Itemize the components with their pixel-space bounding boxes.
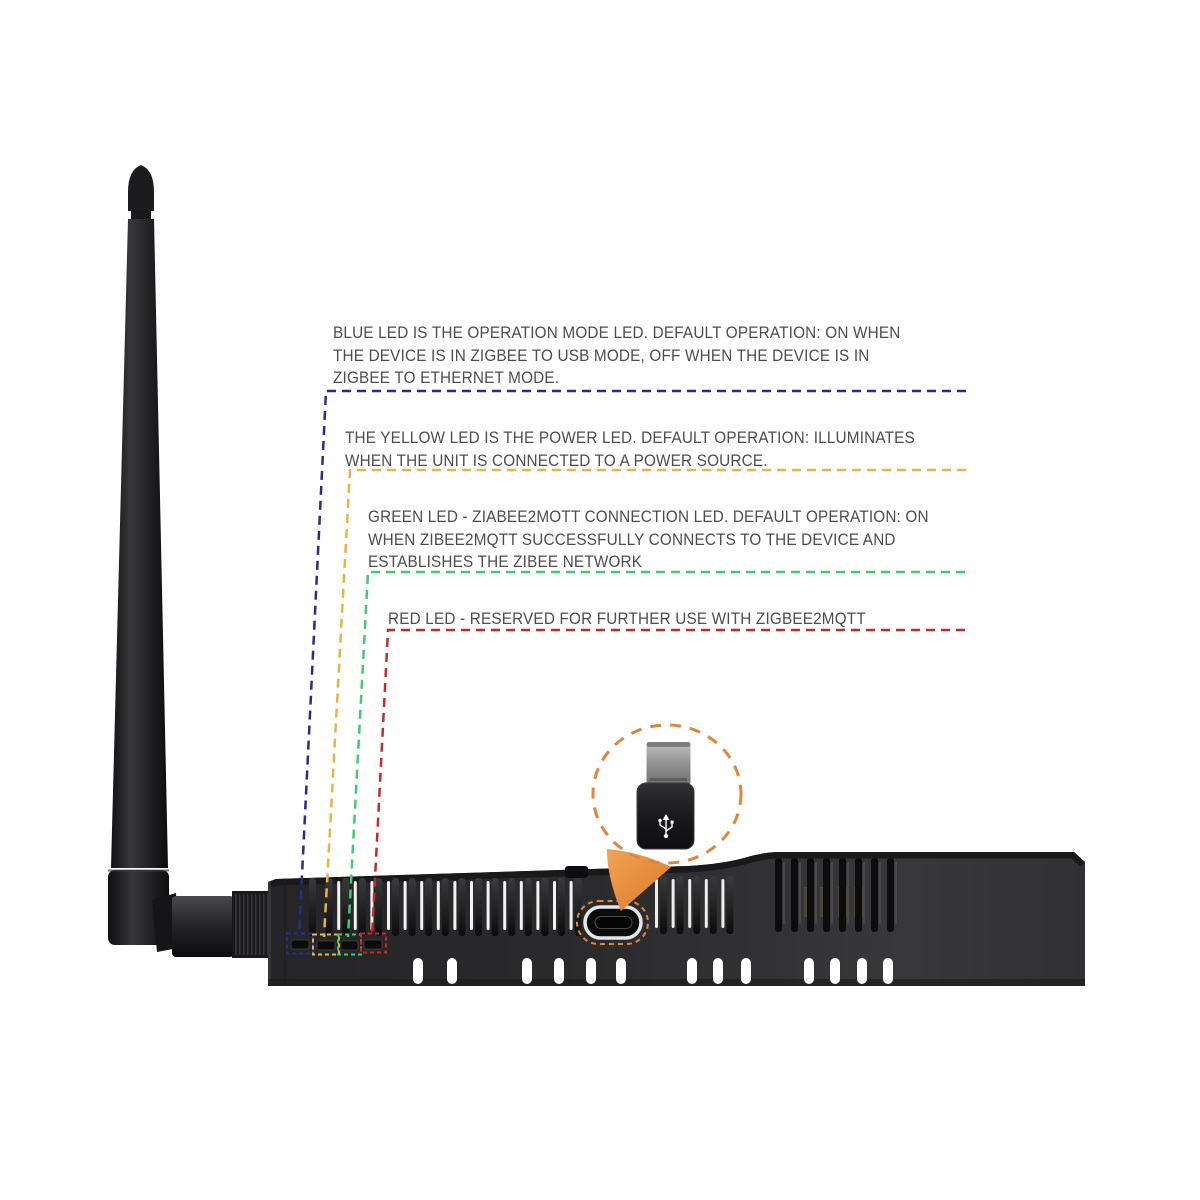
antenna-shaft [111,219,168,868]
annotation-blue-line3: ZIGBEE TO ETHERNET MODE. [333,368,560,387]
callout-arrow [607,849,671,911]
leader-line-yellow [322,468,966,938]
annotation-red-line1: RED LED - RESERVED FOR FURTHER USE WITH … [388,609,866,628]
annotation-red: RED LED - RESERVED FOR FURTHER USE WITH … [388,608,866,631]
led-windows [290,939,383,951]
usb-c-port [583,905,643,940]
usb-c-adapter [636,742,695,850]
annotation-yellow-line1: THE YELLOW LED IS THE POWER LED. DEFAULT… [345,428,915,447]
annotation-blue: BLUE LED IS THE OPERATION MODE LED. DEFA… [333,322,900,390]
led-window-blue [290,939,310,950]
annotation-yellow-line2: WHEN THE UNIT IS CONNECTED TO A POWER SO… [345,450,768,470]
led-box-blue [286,932,314,955]
led-window-yellow [316,940,336,951]
annotation-green-line2: WHEN ZIBEE2MQTT SUCCESSFULLY CONNECTS TO… [368,529,896,549]
sma-knurl-ribs [235,894,269,955]
leader-line-blue [297,389,966,937]
device-body [268,852,1085,986]
annotation-yellow: THE YELLOW LED IS THE POWER LED. DEFAULT… [345,427,915,472]
annotation-green: GREEN LED - ZIABEE2MOTT CONNECTION LED. … [368,506,929,574]
usb-trident-icon [658,814,674,839]
leader-line-green [346,570,965,938]
annotation-blue-line1: BLUE LED IS THE OPERATION MODE LED. DEFA… [333,323,901,342]
port-highlight-box [576,900,649,945]
annotation-green-line3: ESTABLISHES THE ZIBEE NETWORK [368,552,643,571]
magnifier-circle [591,723,743,865]
led-window-green [340,940,359,951]
bottom-holes [413,958,893,984]
antenna-base [108,870,169,945]
led-box-yellow [312,933,340,956]
vent-slots [309,858,897,936]
antenna-hinge [152,893,178,952]
callout-overlay [286,389,966,956]
led-box-red [360,932,387,954]
top-bevel [268,852,1085,889]
antenna [108,165,270,958]
sma-connector [172,896,234,957]
annotation-green-line1: GREEN LED - ZIABEE2MOTT CONNECTION LED. … [368,507,929,526]
leader-line-red [370,628,965,937]
led-window-red [363,939,383,950]
antenna-tip [128,165,154,211]
usb-c-plug-metal [646,742,691,786]
annotation-blue-line2: THE DEVICE IS IN ZIGBEE TO USB MODE, OFF… [333,345,870,365]
antenna-ring [131,211,151,219]
reset-button [565,866,588,878]
